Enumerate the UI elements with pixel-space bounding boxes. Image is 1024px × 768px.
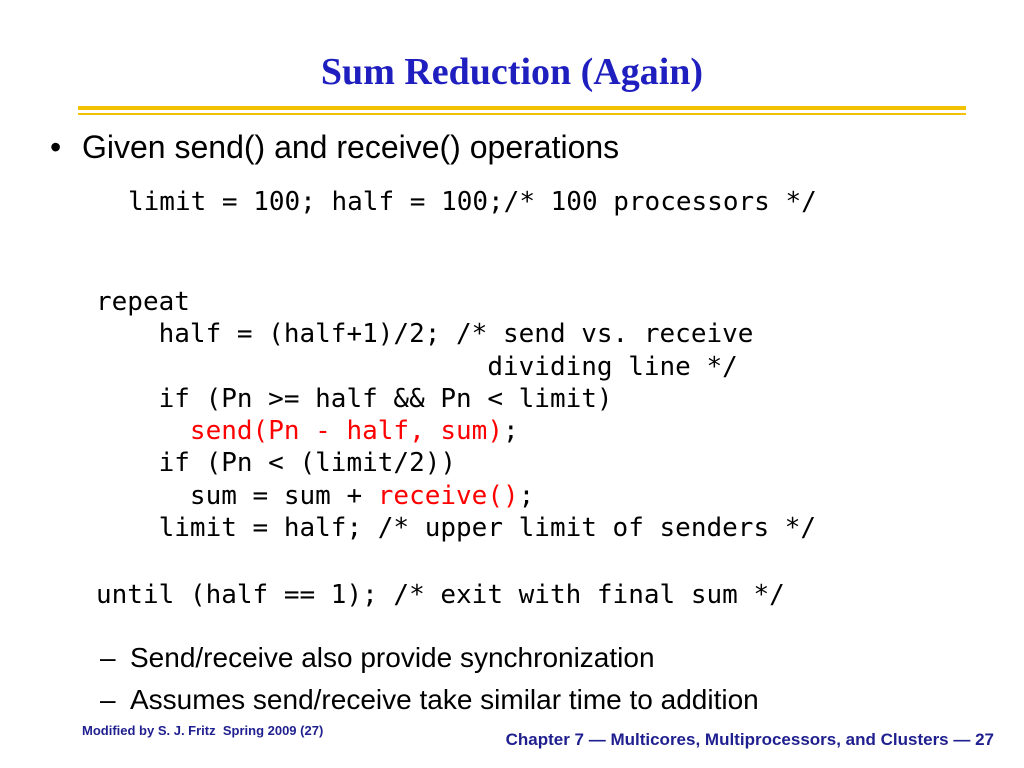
- code-semicolon: ;: [518, 480, 535, 511]
- code-until-line: until (half == 1); /* exit with final su…: [96, 580, 785, 610]
- footer-author: Modified by S. J. Fritz Spring 2009 (27): [82, 723, 324, 738]
- sub-bullet-marker: –: [100, 642, 116, 673]
- main-bullet: • Given send() and receive() operations: [50, 127, 619, 167]
- code-line: if (Pn >= half && Pn < limit): [96, 383, 613, 414]
- code-semicolon: ;: [503, 416, 519, 447]
- code-line: if (Pn < (limit/2)): [96, 448, 457, 479]
- code-send-call: send(Pn - half, sum): [189, 416, 503, 447]
- code-sum-pre: sum = sum +: [96, 480, 378, 511]
- bullet-marker: •: [50, 129, 62, 165]
- sub-bullet-marker: –: [100, 684, 116, 715]
- code-line: limit = half; /* upper limit of senders …: [96, 513, 817, 544]
- sub-bullet: –Assumes send/receive take similar time …: [100, 683, 759, 717]
- slide-title: Sum Reduction (Again): [320, 51, 704, 93]
- code-indent: [96, 416, 190, 446]
- code-init-line: limit = 100; half = 100;/* 100 processor…: [128, 187, 817, 217]
- code-line: half = (half+1)/2; /* send vs. receive: [96, 319, 754, 350]
- code-line: dividing line */: [96, 351, 738, 382]
- sub-bullet-text: Send/receive also provide synchronizatio…: [130, 642, 655, 673]
- bullet-text: Given send() and receive() operations: [82, 129, 620, 165]
- code-receive-call: receive(): [377, 480, 519, 511]
- code-block: repeat half = (half+1)/2; /* send vs. re…: [96, 286, 816, 544]
- code-line: repeat: [96, 287, 190, 317]
- sub-bullet: –Send/receive also provide synchronizati…: [100, 641, 655, 675]
- title-rule-thin: [78, 113, 966, 115]
- footer-chapter: Chapter 7 — Multicores, Multiprocessors,…: [505, 730, 994, 749]
- title-rule-thick: [78, 106, 966, 110]
- sub-bullet-text: Assumes send/receive take similar time t…: [130, 684, 759, 715]
